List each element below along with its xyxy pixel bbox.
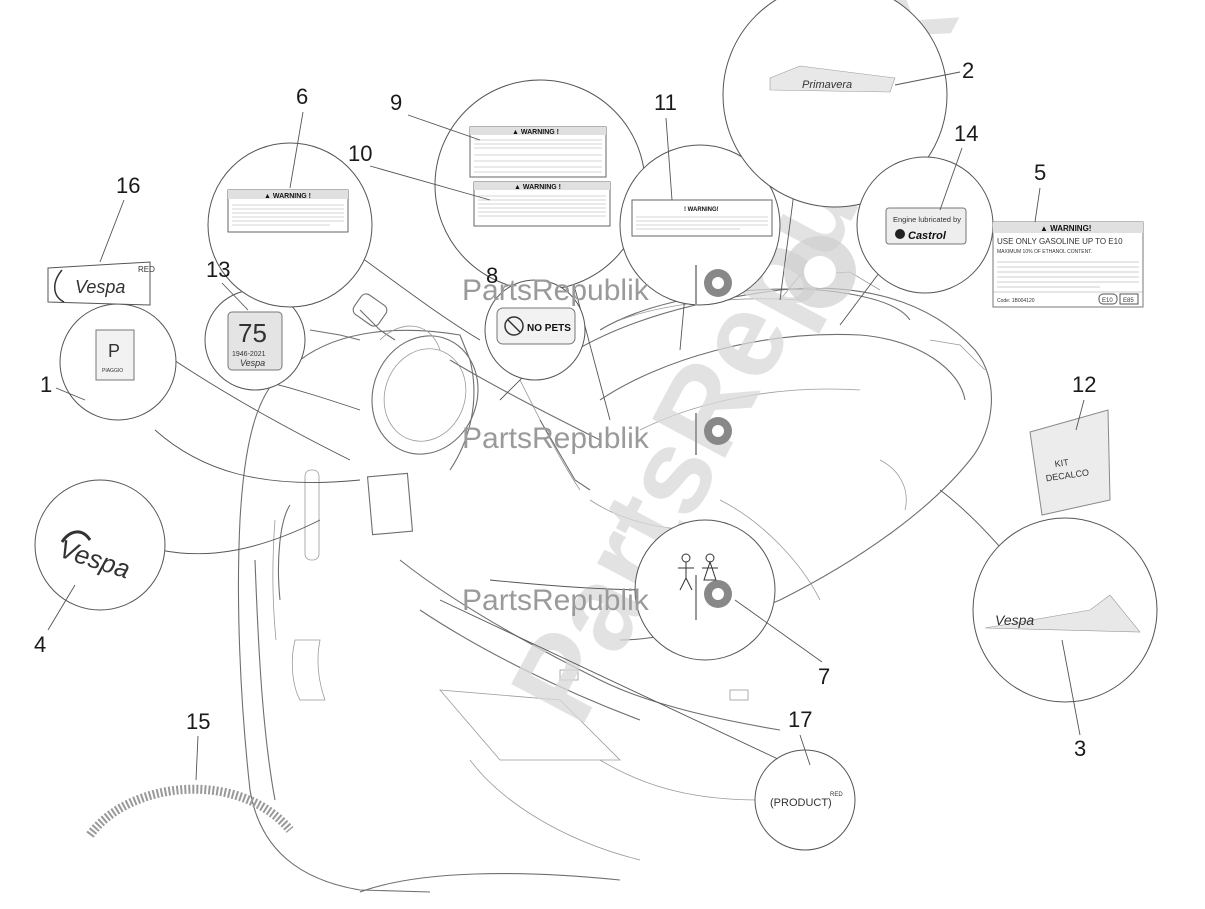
watermark-text-2: PartsRepublik <box>462 422 650 455</box>
anniversary-number: 75 <box>238 318 267 348</box>
callout-9: 9 <box>390 90 402 115</box>
callout-numbers: 1 2 3 4 5 6 7 8 9 10 11 12 13 14 15 16 1… <box>34 58 1096 761</box>
warning-5-line2: MAXIMUM 10% OF ETHANOL CONTENT. <box>997 249 1092 255</box>
warning-10-title: ▲ WARNING ! <box>514 184 561 191</box>
callout-11: 11 <box>654 90 677 115</box>
callout-2: 2 <box>962 58 974 83</box>
bubble-17[interactable]: (PRODUCT) RED <box>754 749 856 851</box>
watermark-text-1: PartsRepublik <box>462 274 650 307</box>
callout-1: 1 <box>40 372 52 397</box>
callout-10: 10 <box>348 141 372 166</box>
gear-watermark-icon <box>784 236 856 308</box>
red-tag-17: RED <box>830 792 843 798</box>
callout-6: 6 <box>296 84 308 109</box>
watermark-row-1: PartsRepublik <box>462 265 732 307</box>
callout-15: 15 <box>186 709 210 734</box>
piaggio-text: PIAGGIO <box>102 368 123 374</box>
callout-3: 3 <box>1074 736 1086 761</box>
decal-12-kit[interactable]: KIT DECALCO <box>1029 409 1111 516</box>
decal-5[interactable]: ▲ WARNING! USE ONLY GASOLINE UP TO E10 M… <box>992 221 1144 308</box>
warning-5-title: ▲ WARNING! <box>1040 224 1091 233</box>
callout-5: 5 <box>1034 160 1046 185</box>
bubble-8[interactable]: NO PETS <box>484 279 586 381</box>
decal-15-strip[interactable] <box>86 784 294 838</box>
warning-9-title: ▲ WARNING ! <box>512 129 559 136</box>
callout-16: 16 <box>116 173 140 198</box>
callout-7: 7 <box>818 664 830 689</box>
bubble-4[interactable]: Vespa <box>34 479 166 611</box>
warning-5-line1: USE ONLY GASOLINE UP TO E10 <box>997 237 1123 246</box>
product-red-text: (PRODUCT) <box>770 797 832 809</box>
no-pets-text: NO PETS <box>527 323 571 334</box>
bubble-14[interactable]: Engine lubricated by Castrol <box>856 156 994 294</box>
watermark-row-3: PartsRepublik <box>462 575 732 620</box>
vespa-logo-16: Vespa <box>75 277 125 297</box>
callout-17: 17 <box>788 707 812 732</box>
handlebar-assembly <box>309 293 601 491</box>
bubble-1[interactable]: P PIAGGIO <box>59 303 177 421</box>
bubble-6[interactable]: ▲ WARNING ! <box>207 142 373 308</box>
callout-13: 13 <box>206 257 230 282</box>
svg-text:P: P <box>108 341 120 361</box>
bubble-11[interactable]: ! WARNING! <box>619 144 781 306</box>
badge-e85: E85 <box>1123 298 1134 304</box>
red-tag-16: RED <box>138 265 155 274</box>
bubble-3[interactable]: Vespa <box>972 517 1158 703</box>
bubble-9-10[interactable]: ▲ WARNING ! ▲ WARNING ! <box>434 79 646 291</box>
vespa-logo-13: Vespa <box>240 358 265 368</box>
warning-6-title: ▲ WARNING ! <box>264 193 311 200</box>
vespa-logo-3: Vespa <box>995 612 1034 628</box>
warning-5-code: Code: 1B004120 <box>997 298 1035 304</box>
anniversary-years: 1946-2021 <box>232 351 266 358</box>
callout-14: 14 <box>954 121 978 146</box>
callout-4: 4 <box>34 632 46 657</box>
callout-ticks <box>47 71 1085 781</box>
bubble-13[interactable]: 75 1946-2021 Vespa <box>204 289 306 391</box>
bubble-2[interactable]: Primavera <box>722 0 948 208</box>
warning-11-title: ! WARNING! <box>684 207 719 213</box>
bubble-16[interactable]: Vespa RED <box>47 261 155 306</box>
kit-line1: KIT <box>1054 457 1070 469</box>
primavera-logo: Primavera <box>802 79 852 91</box>
callout-12: 12 <box>1072 372 1096 397</box>
badge-e10: E10 <box>1102 298 1113 304</box>
watermark-row-2: PartsRepublik <box>462 413 732 455</box>
callout-8: 8 <box>486 263 498 288</box>
castrol-line1: Engine lubricated by <box>893 215 961 224</box>
scooter-outline <box>237 271 992 893</box>
castrol-brand: Castrol <box>908 230 947 242</box>
watermark-text-3: PartsRepublik <box>462 584 650 617</box>
